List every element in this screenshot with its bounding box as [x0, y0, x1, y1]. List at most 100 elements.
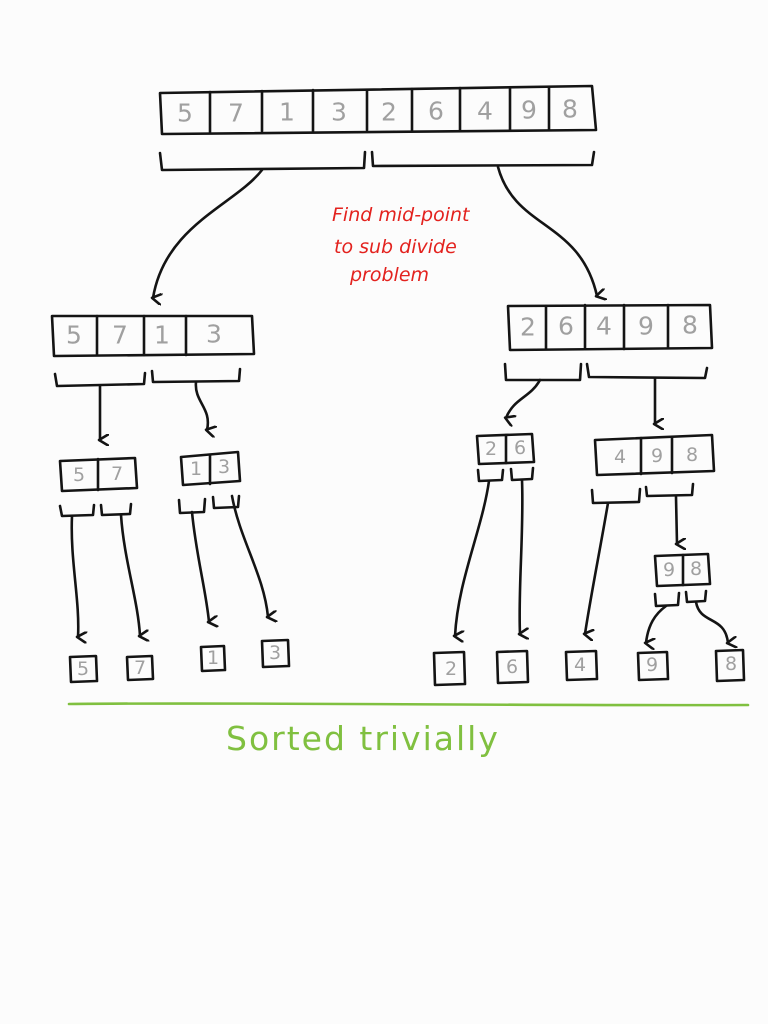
array-9-8-frame [653, 552, 712, 588]
root-array: 5 7 1 3 2 6 4 9 8 [158, 84, 598, 136]
array-4-9-8: 4 9 8 [593, 433, 716, 477]
leaf-5-frame [68, 654, 99, 684]
root-array-frame [158, 84, 598, 136]
leaf-7-frame [125, 654, 155, 682]
root-cell-2: 7 [228, 99, 244, 128]
array-5-7-frame [58, 456, 139, 493]
left-cell-2: 7 [112, 321, 128, 350]
root-cell-3: 1 [279, 98, 295, 127]
leaf-6-value: 6 [506, 656, 518, 678]
root-cell-5: 2 [381, 98, 397, 127]
bracket-4-9-8-left [590, 487, 642, 505]
arrow-right-to-26 [506, 378, 542, 418]
left-split-bracket-left [53, 371, 147, 388]
leaf-7-value: 7 [134, 657, 146, 679]
arrow-left-to-13 [194, 380, 208, 430]
bracket-2-6-right [509, 466, 535, 482]
arrow-to-leaf-3 [230, 494, 268, 617]
arrow-to-leaf-1 [190, 510, 209, 622]
right-cell-1: 2 [520, 313, 536, 342]
leaf-1-frame [199, 644, 227, 673]
right-cell-4: 9 [638, 312, 654, 341]
leaf-4-value: 4 [574, 654, 586, 676]
arrow-to-leaf-5 [70, 514, 79, 637]
sorted-caption: Sorted trivially [226, 719, 500, 758]
left-cell-1: 5 [66, 321, 82, 350]
bracket-9-8-right [684, 589, 708, 604]
left-array-frame [50, 314, 256, 358]
bracket-5-7-left [58, 503, 96, 518]
arrow-to-leaf-4 [585, 501, 610, 634]
leaf-9: 9 [636, 650, 670, 682]
arrow-498-to-98 [674, 495, 677, 544]
left-array-dividers [95, 314, 188, 357]
right-split-bracket-left [503, 362, 583, 382]
arrow-to-leaf-8 [694, 600, 728, 643]
bracket-9-8-left [653, 591, 681, 608]
sorted-baseline [67, 702, 750, 707]
array-9-8-cell-2: 8 [690, 558, 702, 580]
leaf-3: 3 [260, 638, 291, 669]
arrow-to-leaf-6 [520, 478, 523, 634]
leaf-6: 6 [495, 649, 530, 685]
leaf-2-frame [432, 650, 467, 687]
leaf-8-value: 8 [725, 653, 737, 675]
annotation-line-2: to sub divide [334, 236, 457, 258]
array-5-7-cell-1: 5 [73, 464, 85, 486]
array-4-9-8-cell-3: 8 [686, 444, 698, 466]
array-2-6-frame [475, 432, 536, 466]
right-split-bracket-right [585, 362, 709, 380]
array-5-7: 5 7 [58, 456, 139, 493]
array-1-3-cell-2: 3 [218, 456, 230, 478]
right-array-frame [506, 303, 714, 352]
array-1-3-cell-1: 1 [190, 458, 202, 480]
arrow-root-to-left [153, 168, 264, 298]
array-4-9-8-cell-1: 4 [614, 446, 626, 468]
array-2-6: 2 6 [475, 432, 536, 466]
root-array-dividers [208, 85, 551, 134]
arrow-to-leaf-9 [646, 604, 668, 643]
annotation-line-3: problem [349, 264, 429, 286]
bracket-1-3-right [211, 494, 241, 510]
leaf-3-frame [260, 638, 291, 669]
leaf-5-value: 5 [77, 658, 89, 680]
bracket-4-9-8-right [644, 482, 695, 498]
right-cell-2: 6 [558, 312, 574, 341]
leaf-6-frame [495, 649, 530, 685]
right-array: 2 6 4 9 8 [506, 303, 714, 352]
root-cell-7: 4 [477, 97, 493, 126]
root-cell-9: 8 [562, 95, 578, 124]
leaf-4: 4 [564, 649, 599, 682]
arrow-to-leaf-7 [119, 513, 140, 636]
array-1-3-frame [179, 450, 242, 487]
left-cell-4: 3 [206, 320, 222, 349]
array-5-7-cell-2: 7 [111, 463, 123, 485]
array-2-6-cell-2: 6 [514, 437, 526, 459]
array-1-3: 1 3 [179, 450, 242, 487]
left-array: 5 7 1 3 [50, 314, 256, 358]
arrow-to-leaf-2 [455, 479, 491, 636]
root-cell-6: 6 [428, 97, 444, 126]
right-cell-3: 4 [596, 312, 612, 341]
array-2-6-cell-1: 2 [485, 438, 497, 460]
left-split-bracket-right [150, 367, 242, 384]
leaf-9-frame [636, 650, 670, 682]
bracket-5-7-right [99, 502, 133, 517]
root-cell-4: 3 [331, 98, 347, 127]
right-cell-5: 8 [682, 311, 698, 340]
root-split-bracket-left [158, 150, 367, 172]
leaf-4-frame [564, 649, 599, 682]
array-9-8-cell-1: 9 [663, 559, 675, 581]
leaf-7: 7 [125, 654, 155, 682]
bracket-2-6-left [476, 468, 505, 483]
right-array-dividers [544, 303, 670, 351]
leaf-2-value: 2 [445, 658, 457, 680]
root-cell-1: 5 [177, 99, 193, 128]
leaf-1: 1 [199, 644, 227, 673]
array-4-9-8-dividers [639, 435, 674, 476]
leaf-3-value: 3 [269, 642, 281, 664]
annotation-line-1: Find mid-point [332, 204, 471, 226]
root-split-bracket-right [370, 150, 596, 168]
leaf-9-value: 9 [646, 654, 658, 676]
